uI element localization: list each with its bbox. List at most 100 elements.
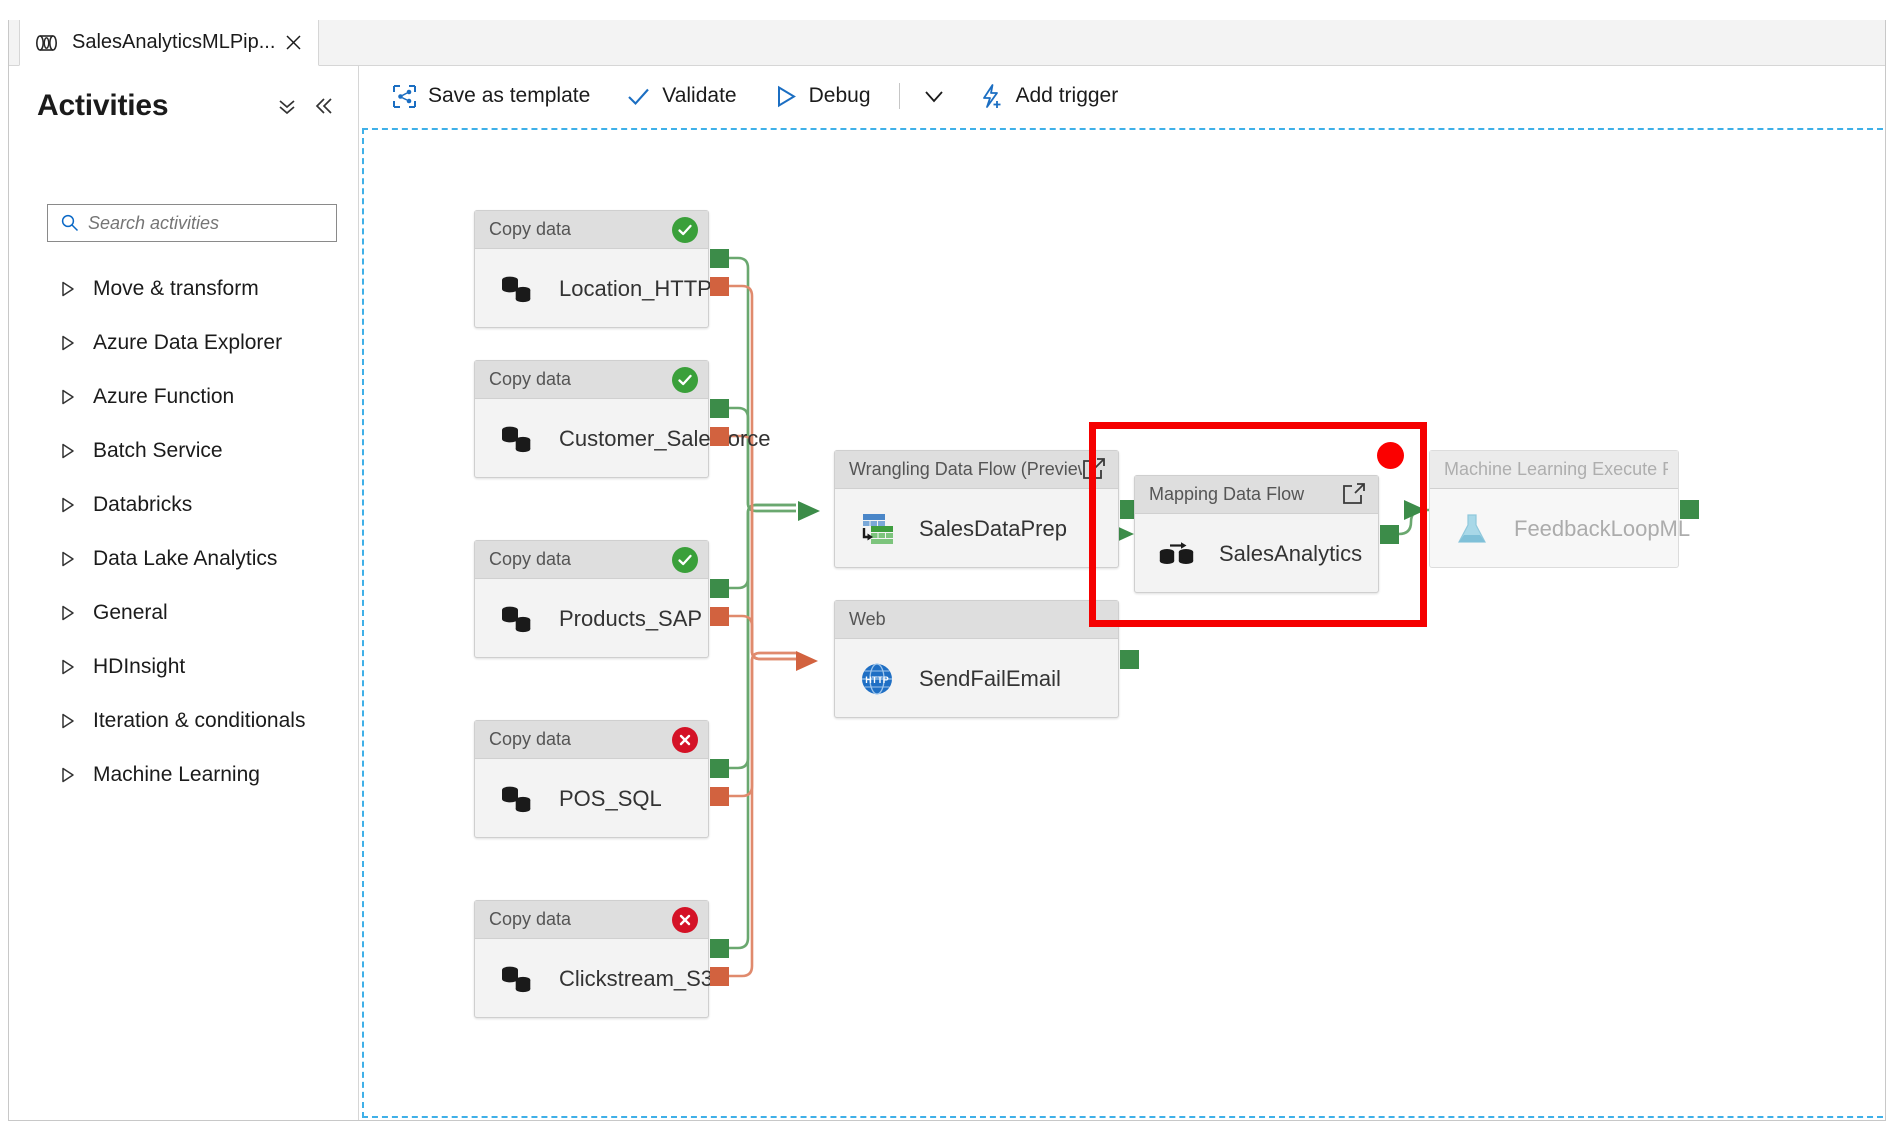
chevron-down-icon[interactable] <box>914 76 954 116</box>
port-failure[interactable] <box>710 607 729 626</box>
node-type-label: Copy data <box>489 369 572 389</box>
chevron-right-icon[interactable] <box>57 605 79 621</box>
search-input[interactable] <box>86 211 328 235</box>
debug-button[interactable]: Debug <box>763 74 881 118</box>
node-header: Machine Learning Execute Pipeline <box>1430 451 1678 489</box>
machine-learning-icon <box>1458 513 1486 543</box>
chevron-right-icon[interactable] <box>57 551 79 567</box>
port-success[interactable] <box>710 759 729 778</box>
add-trigger-button[interactable]: Add trigger <box>968 74 1129 118</box>
node-name-label: SalesAnalytics <box>1219 540 1363 566</box>
copy-data-icon <box>502 786 531 812</box>
status-badge-success <box>672 216 698 243</box>
sidebar-item-label: General <box>93 601 168 624</box>
add-trigger-label: Add trigger <box>1015 84 1119 107</box>
chevron-right-icon[interactable] <box>57 767 79 783</box>
chevron-right-icon[interactable] <box>57 497 79 513</box>
port-failure[interactable] <box>710 427 729 446</box>
sidebar-item-move-transform[interactable]: Move & transform <box>47 262 347 316</box>
chevron-right-icon[interactable] <box>57 281 79 297</box>
save-as-template-button[interactable]: Save as template <box>382 74 600 118</box>
collapse-pane-icon[interactable] <box>309 92 337 120</box>
port-output[interactable] <box>1120 650 1139 669</box>
sidebar-item-batch-service[interactable]: Batch Service <box>47 424 347 478</box>
node-activity-icon <box>497 963 537 995</box>
sidebar-item-hdinsight[interactable]: HDInsight <box>47 640 347 694</box>
open-external-icon[interactable] <box>1342 482 1368 508</box>
debug-label: Debug <box>808 84 871 107</box>
chevron-right-icon[interactable] <box>57 443 79 459</box>
port-success[interactable] <box>710 399 729 418</box>
sidebar-item-general[interactable]: General <box>47 586 347 640</box>
sidebar-item-machine-learning[interactable]: Machine Learning <box>47 748 347 802</box>
node-header: Copy data <box>475 361 708 399</box>
tab-label: SalesAnalyticsMLPip... <box>72 31 276 53</box>
node-name-label: Location_HTTP <box>559 275 712 301</box>
activities-header: Activities <box>37 84 337 128</box>
node-type-label: Mapping Data Flow <box>1149 484 1305 504</box>
node-body: POS_SQL <box>475 759 708 838</box>
sidebar-item-label: Azure Function <box>93 385 235 408</box>
node-type-label: Copy data <box>489 549 572 569</box>
copy-data-icon <box>502 966 531 992</box>
pipeline-node-feedbackloopml[interactable]: Machine Learning Execute PipelineFeedbac… <box>1429 450 1690 568</box>
node-activity-icon <box>497 273 537 305</box>
node-header: Wrangling Data Flow (Preview <box>835 451 1118 489</box>
open-external-icon[interactable] <box>1082 457 1108 483</box>
sidebar-item-label: Azure Data Explorer <box>93 331 283 354</box>
node-type-label: Copy data <box>489 219 572 239</box>
node-body: Customer_Salesforce <box>475 399 771 478</box>
port-success[interactable] <box>710 939 729 958</box>
port-output[interactable] <box>1380 525 1399 544</box>
node-header: Copy data <box>475 901 708 939</box>
port-success[interactable] <box>710 579 729 598</box>
node-activity-icon: HTTP <box>857 662 897 696</box>
arrow-to-sendfailemail <box>796 651 818 671</box>
tab-salesanalyticsmlpipeline[interactable]: SalesAnalyticsMLPip... <box>19 20 319 66</box>
port-success[interactable] <box>710 249 729 268</box>
validate-button[interactable]: Validate <box>616 74 746 118</box>
port-failure[interactable] <box>710 277 729 296</box>
sidebar-item-azure-data-explorer[interactable]: Azure Data Explorer <box>47 316 347 370</box>
selection-highlight <box>1089 422 1427 627</box>
record-indicator-dot <box>1377 442 1404 469</box>
chevron-right-icon[interactable] <box>57 389 79 405</box>
port-failure[interactable] <box>710 967 729 986</box>
chevron-right-icon[interactable] <box>57 713 79 729</box>
sidebar-item-label: Iteration & conditionals <box>93 709 306 732</box>
search-activities-box[interactable] <box>47 204 337 242</box>
port-failure[interactable] <box>710 787 729 806</box>
node-type-label: Web <box>849 609 886 629</box>
sidebar-item-data-lake-analytics[interactable]: Data Lake Analytics <box>47 532 347 586</box>
sidebar-item-azure-function[interactable]: Azure Function <box>47 370 347 424</box>
copy-data-icon <box>502 426 531 452</box>
node-body: Location_HTTP <box>475 249 712 328</box>
chevron-right-icon[interactable] <box>57 659 79 675</box>
node-activity-icon <box>857 512 897 546</box>
save-as-template-label: Save as template <box>428 84 591 107</box>
chevron-right-icon[interactable] <box>57 335 79 351</box>
port-output[interactable] <box>1680 500 1699 519</box>
node-name-label: Products_SAP <box>559 605 703 631</box>
node-type-label: Machine Learning Execute Pipeline <box>1444 459 1668 479</box>
collapse-all-icon[interactable] <box>273 92 301 120</box>
sidebar-item-databricks[interactable]: Databricks <box>47 478 347 532</box>
arrow-to-feedbackloopml <box>1404 500 1426 520</box>
node-activity-icon <box>497 783 537 815</box>
node-type-label: Copy data <box>489 909 572 929</box>
sidebar-item-iteration-conditionals[interactable]: Iteration & conditionals <box>47 694 347 748</box>
search-icon <box>61 214 79 232</box>
close-icon[interactable] <box>282 32 304 54</box>
node-name-label: Customer_Salesforce <box>559 425 771 451</box>
